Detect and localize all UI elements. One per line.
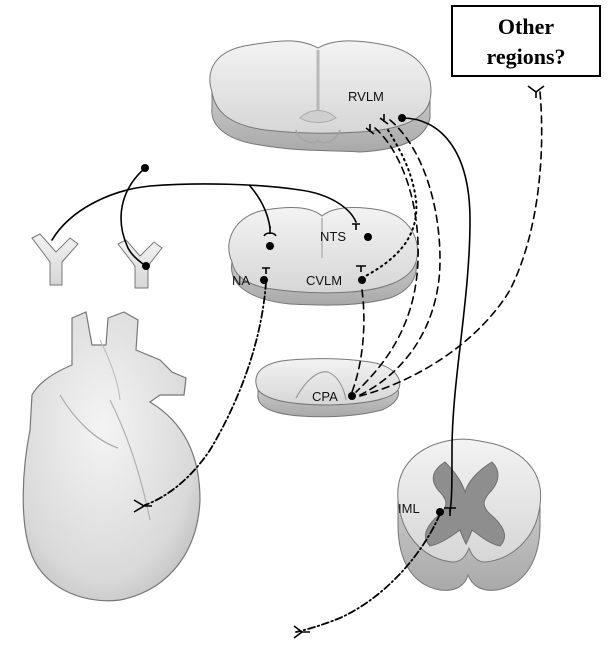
carotid-vessel-right: [118, 240, 162, 288]
neuron-cvlm: [358, 276, 366, 284]
carotid-vessel-left: [32, 234, 78, 285]
rvlm-label: RVLM: [348, 89, 384, 104]
nts-label: NTS: [320, 229, 346, 244]
medulla-section-rvlm: RVLM: [210, 41, 431, 152]
other-regions-line1: Other: [498, 14, 554, 39]
other-regions-box: Other regions?: [452, 6, 600, 76]
neuron-carotid-ending: [142, 262, 150, 270]
neuron-afferent-left: [266, 242, 274, 250]
neuron-na: [260, 276, 268, 284]
spinal-cord-section: IML: [398, 439, 541, 590]
neuron-cpa: [348, 392, 356, 400]
medulla-section-nts: NTS NA CVLM: [229, 208, 418, 306]
iml-label: IML: [398, 501, 420, 516]
na-label: NA: [232, 273, 250, 288]
other-regions-line2: regions?: [486, 44, 565, 69]
heart-illustration: [23, 312, 200, 601]
neuron-afferent-ganglion: [141, 164, 149, 172]
neuron-rvlm: [398, 114, 406, 122]
neuron-nts: [364, 233, 372, 241]
cpa-label: CPA: [312, 389, 338, 404]
cvlm-label: CVLM: [306, 273, 342, 288]
terminal-other: [528, 86, 544, 98]
neuron-iml: [436, 508, 444, 516]
